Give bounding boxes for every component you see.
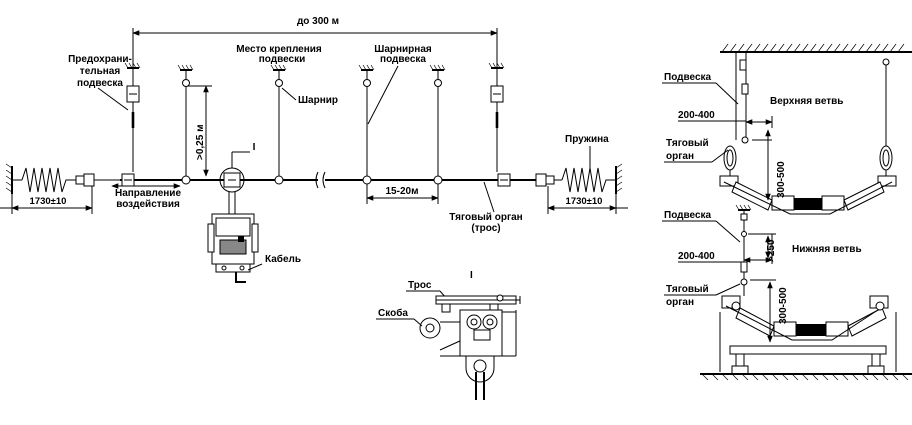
traction-line1: Тяговый орган [449,212,522,223]
hinge-hanger-line2: подвеска [380,54,426,65]
lower-dim-vertical: 300-500 [778,287,789,324]
hinge-hanger-line1: Шарнирная [374,44,432,55]
spring-label: Пружина [565,134,609,168]
lower-dim-small: >250 [766,239,777,262]
right-spring-dimension: 1730±10 [547,186,628,214]
rope-label: Трос [406,280,447,299]
lower-organ-line2: орган [666,297,694,308]
direction-indicator: Направление воздействия [111,183,181,210]
hinge-text: Шарнир [298,95,338,106]
detail-mark: I [470,270,473,281]
safety-hanger-left [121,62,141,187]
bracket-text: Скоба [378,307,408,319]
safety-hanger-right [488,62,511,187]
safety-hanger-line1: Предохрани- [68,54,132,65]
lower-hanger-label: Подвеска [664,210,712,221]
span-dimension: до 300 м [132,16,498,70]
lower-organ-line1: Тяговый [666,284,709,295]
hinge-hanger-1 [177,64,194,185]
safety-hanger-label: Предохрани- тельная подвеска [68,54,132,111]
upper-dim-vertical: 300-500 [776,161,787,198]
traction-line2: (трос) [471,223,500,234]
mount-point-line2: подвески [259,54,306,65]
height-dimension: >0,25 м [188,85,212,177]
rope-break [315,171,326,189]
right-spring-anchor [535,163,623,194]
traction-label: Тяговый орган (трос) [449,181,523,234]
upper-hanger-label: Подвеска [664,72,712,83]
mount-point-line1: Место крепления [236,44,322,55]
rope-text: Трос [408,280,432,291]
spring-dim-left: 1730±10 [30,196,67,207]
hinge-hanger-3 [358,64,375,185]
lower-branch-label: Нижняя ветвь [792,244,862,255]
spacing-dimension: 15-20м [366,184,439,204]
spacing-label: 15-20м [386,186,419,197]
main-scheme: до 300 м 1730±10 [0,16,628,283]
safety-hanger-line2: тельная [80,66,121,77]
left-spring-dimension: 1730±10 [0,186,93,214]
spring-dim-right: 1730±10 [566,196,603,207]
section-mark: I [253,142,256,153]
cable-label: Кабель [247,253,301,271]
lower-branch: >250 300-500 200-400 Подвеска Нижняя вет… [662,204,912,381]
cable-text: Кабель [265,253,301,265]
direction-line1: Направление [115,188,181,199]
upper-branch-label: Верхняя ветвь [770,96,843,107]
height-label: >0,25 м [195,125,206,160]
safety-hanger-line3: подвеска [77,78,123,89]
rope-switch: I [207,142,259,283]
upper-branch: 300-500 200-400 Подвеска Верхняя ветвь Т… [662,43,912,215]
spring-text: Пружина [565,134,609,145]
span-label: до 300 м [297,16,339,27]
lower-dim-horizontal: 200-400 [678,251,715,262]
detail-view: I Трос Скоба [376,270,521,400]
mount-point-label: Место крепления подвески [236,44,322,65]
hinge-hanger-4 [429,64,446,185]
hinge-label: Шарнир [281,87,338,106]
hinge-hanger-2 [270,64,287,185]
bracket-label: Скоба [376,307,423,327]
direction-line2: воздействия [116,199,180,210]
left-spring-anchor [5,163,120,194]
upper-organ-line1: Тяговый [666,138,709,149]
upper-dim-horizontal: 200-400 [678,110,715,121]
upper-organ-line2: орган [666,151,694,162]
hinge-hanger-label: Шарнирная подвеска [367,44,432,125]
